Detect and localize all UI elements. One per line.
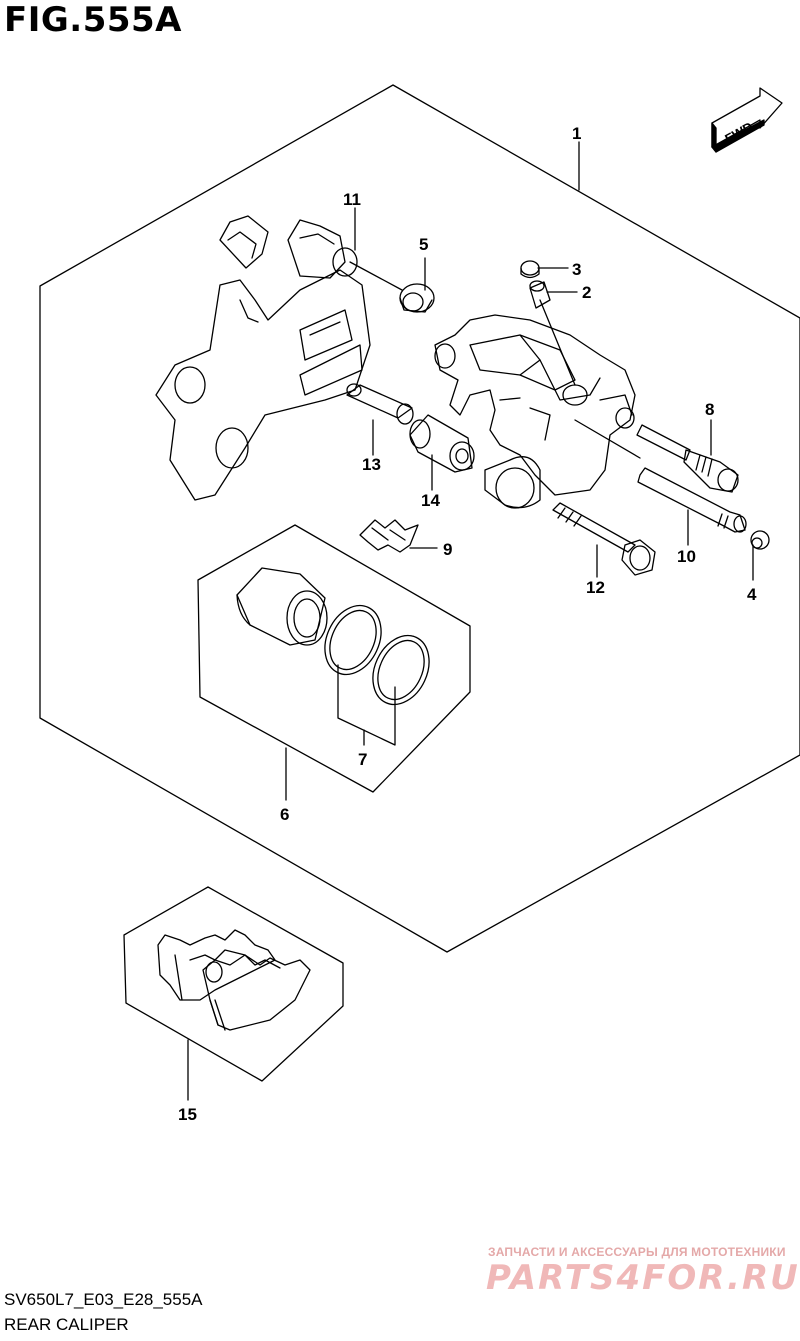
callout-5: 5	[419, 235, 428, 254]
caliper-body-drawing	[434, 314, 636, 509]
figure-title: FIG.555A	[4, 0, 182, 40]
watermark-brand: PARTS4FOR.RU	[486, 1258, 800, 1298]
bleeder-valve-drawing	[529, 280, 551, 309]
bleeder-cap-drawing	[520, 260, 540, 279]
assembly-box-piston	[197, 524, 471, 793]
leader-caliper-pin	[574, 419, 641, 459]
callout-15: 15	[178, 1105, 197, 1124]
callout-12: 12	[586, 578, 605, 597]
callout-11: 11	[343, 190, 361, 209]
piston-drawing	[236, 567, 328, 646]
sleeve-drawing	[346, 383, 414, 425]
leader-11b	[349, 261, 403, 291]
callout-3: 3	[572, 260, 581, 279]
callout-14: 14	[421, 491, 440, 510]
callout-9: 9	[443, 540, 452, 559]
watermark-subtitle: ЗАПЧАСТИ И АКСЕССУАРЫ ДЛЯ МОТОТЕХНИКИ	[488, 1245, 786, 1259]
slide-pin-drawing	[637, 467, 747, 533]
callout-13: 13	[362, 455, 381, 474]
brake-pad-drawing	[157, 929, 311, 1031]
nut-drawing	[750, 530, 770, 550]
callout-8: 8	[705, 400, 714, 419]
bolt-drawing	[552, 502, 656, 576]
sleeve-boot-drawing	[409, 414, 475, 473]
assembly-box-caliper	[39, 84, 800, 953]
diagram-name: REAR CALIPER	[4, 1315, 129, 1334]
callout-2: 2	[582, 283, 591, 302]
leader-7	[337, 664, 396, 746]
caliper-bracket-drawing	[155, 215, 371, 501]
pad-spring-drawing	[359, 519, 419, 553]
leader-2b	[539, 299, 576, 386]
fwd-arrow-icon	[711, 87, 783, 153]
diagram-code: SV650L7_E03_E28_555A	[4, 1290, 203, 1309]
pad-pin-drawing	[636, 424, 739, 493]
callout-4: 4	[747, 585, 757, 604]
assembly-box-pads	[123, 886, 344, 1082]
callout-7: 7	[358, 750, 367, 769]
callout-10: 10	[677, 547, 696, 566]
callout-6: 6	[280, 805, 289, 824]
seal-drawing	[324, 604, 430, 706]
boot-drawing	[399, 283, 435, 313]
callout-1: 1	[572, 124, 581, 143]
